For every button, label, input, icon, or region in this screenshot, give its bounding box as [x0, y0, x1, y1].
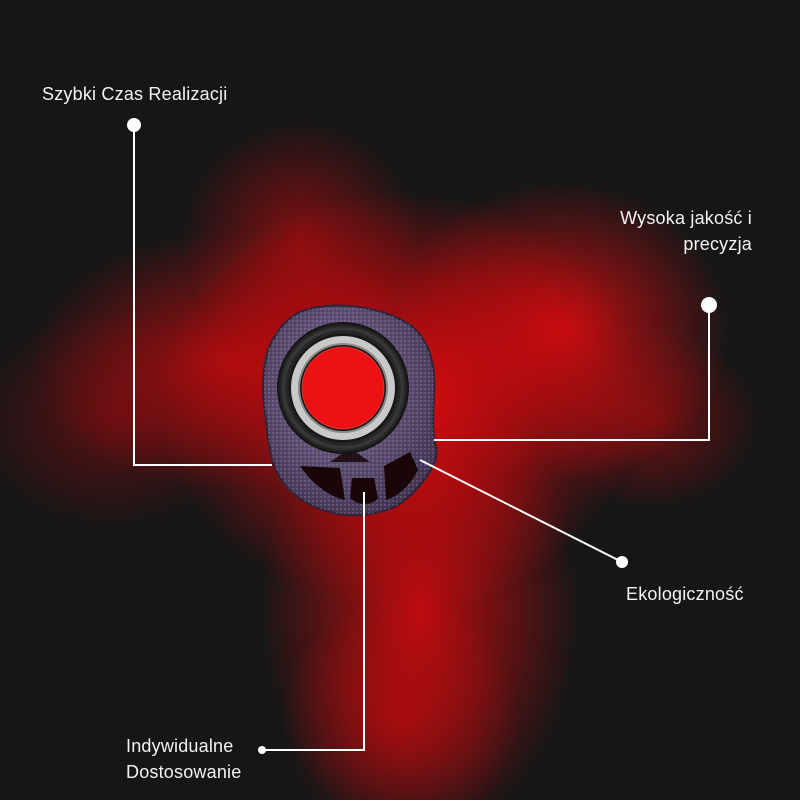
- callout-dot-top-right: [701, 297, 717, 313]
- feature-label-line: Wysoka jakość i: [620, 208, 752, 228]
- callout-line-bottom: [262, 492, 365, 751]
- feature-label-line: Szybki Czas Realizacji: [42, 84, 228, 104]
- callout-line-right: [419, 459, 623, 563]
- callout-line-top-right: [434, 305, 710, 441]
- callout-dot-bottom: [258, 746, 266, 754]
- callout-line-top-left: [133, 125, 272, 466]
- cutout-right: [384, 452, 418, 500]
- callout-dots: [127, 118, 717, 754]
- cutout-center: [350, 478, 378, 504]
- feature-label-line: Dostosowanie: [126, 762, 242, 782]
- bearing-bracket: [262, 304, 438, 517]
- cutout-left: [300, 466, 345, 500]
- cutout-top: [330, 448, 370, 462]
- bearing-bore: [302, 347, 384, 429]
- feature-label-line: Indywidualne: [126, 736, 234, 756]
- feature-label-customization: Indywidualne Dostosowanie: [126, 733, 241, 785]
- callout-dot-top-left: [127, 118, 141, 132]
- bearing-race: [291, 336, 395, 440]
- callout-lines: [133, 125, 710, 751]
- feature-label-quality-precision: Wysoka jakość i precyzja: [620, 205, 752, 257]
- feature-label-line: precyzja: [683, 234, 752, 254]
- feature-label-eco: Ekologiczność: [626, 581, 744, 607]
- callout-dot-right: [616, 556, 628, 568]
- feature-label-line: Ekologiczność: [626, 584, 744, 604]
- feature-label-fast-turnaround: Szybki Czas Realizacji: [42, 81, 227, 107]
